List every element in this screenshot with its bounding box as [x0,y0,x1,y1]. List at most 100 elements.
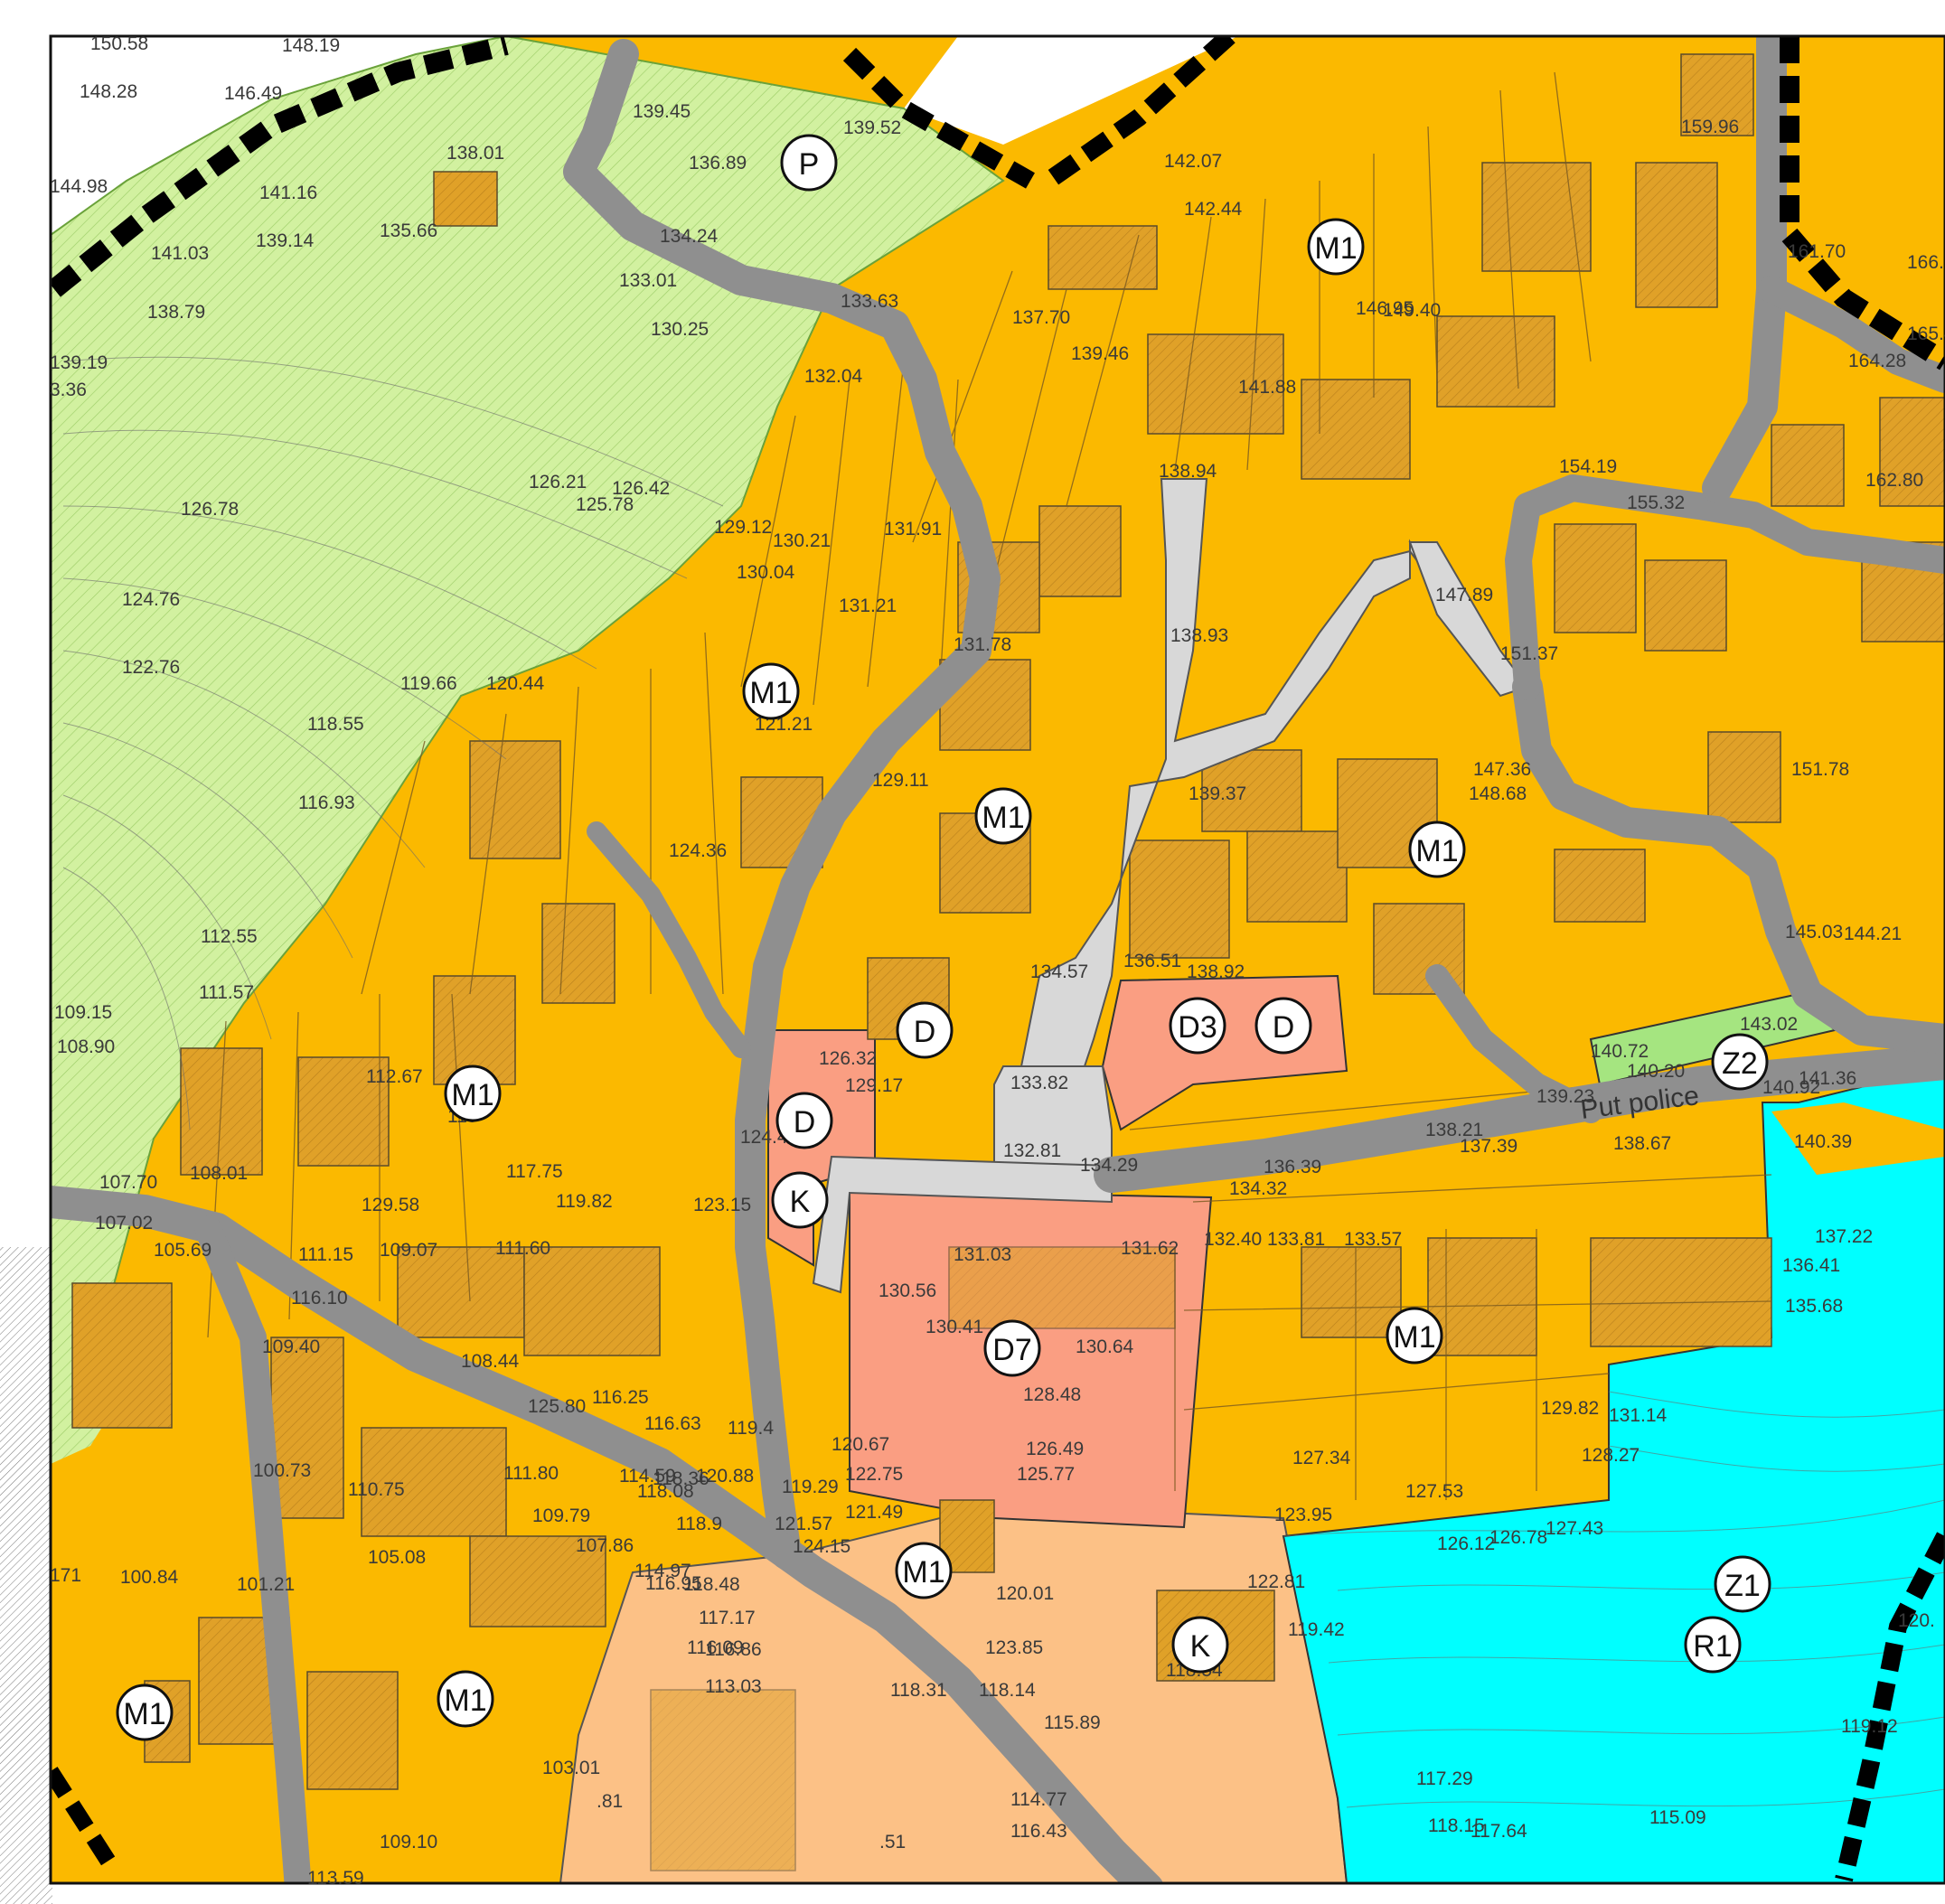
elevation-label: 147.89 [1435,585,1493,605]
elevation-label: 123.95 [1274,1505,1332,1525]
elevation-label: 107.70 [99,1172,157,1193]
elevation-label: 107.02 [95,1213,153,1233]
elevation-label: 119.82 [556,1191,613,1212]
zone-label-k[interactable]: K [771,1171,829,1229]
zone-label-k[interactable]: K [1171,1616,1229,1674]
elevation-label: 139.19 [50,352,108,373]
svg-text:D7: D7 [992,1333,1031,1367]
elevation-label: 151.78 [1791,759,1849,780]
zone-label-m1[interactable]: M1 [1307,218,1365,276]
elevation-label: 121.49 [845,1502,903,1523]
zone-label-p[interactable]: P [780,134,838,192]
zone-label-d[interactable]: D [775,1092,833,1149]
zone-label-m1[interactable]: M1 [974,787,1032,845]
elevation-label: 131.91 [884,519,942,539]
svg-text:M1: M1 [902,1555,944,1590]
elevation-label: 133.57 [1344,1229,1402,1250]
zone-label-m1[interactable]: M1 [1408,821,1466,878]
elevation-label: 119.66 [400,673,457,694]
zone-label-m1[interactable]: M1 [742,662,800,720]
elevation-label: 120.01 [996,1583,1054,1604]
zone-label-m1[interactable]: M1 [437,1670,494,1728]
elevation-label: 124.15 [793,1536,850,1557]
elevation-label: 124.36 [669,840,727,861]
elevation-label: 155.32 [1627,492,1685,513]
elevation-label: 111.15 [298,1244,353,1265]
elevation-label: 140.92 [1762,1077,1820,1098]
zone-label-r1[interactable]: R1 [1684,1616,1742,1674]
elevation-label: 129.11 [872,770,929,791]
elevation-label: 129.12 [714,517,772,538]
elevation-label: 140.72 [1591,1041,1649,1062]
zone-label-d[interactable]: D [896,1001,954,1059]
zone-label-z1[interactable]: Z1 [1714,1555,1771,1613]
roads [51,36,1945,1883]
elevation-label: 151.37 [1500,643,1558,664]
elevation-label: 115.89 [1044,1712,1101,1733]
elevation-label: 117.29 [1416,1768,1473,1789]
elevation-label: 117.17 [699,1608,756,1628]
elevation-label: 140.39 [1794,1131,1852,1152]
elevation-label: 116.86 [705,1639,762,1660]
elevation-label: 110.75 [348,1479,405,1500]
svg-text:R1: R1 [1693,1629,1732,1664]
elevation-label: .81 [597,1791,623,1812]
elevation-label: 122.75 [845,1464,903,1485]
elevation-label: 128.48 [1023,1384,1081,1405]
elevation-label: 154.19 [1559,456,1617,477]
elevation-label: 112.55 [201,926,258,947]
elevation-label: 162.80 [1865,470,1923,491]
elevation-label: 171 [50,1565,81,1586]
elevation-label: 133.63 [841,291,898,312]
elevation-label: 146.95 [1356,298,1414,319]
elevation-label: 118.14 [979,1680,1036,1701]
elevation-label: 136.51 [1123,951,1181,971]
zone-label-m1[interactable]: M1 [116,1684,174,1741]
elevation-label: 119.4 [728,1418,774,1439]
elevation-label: 119.42 [1288,1619,1345,1640]
elevation-label: 126.21 [529,472,587,492]
elevation-label: 122.81 [1247,1571,1305,1592]
zone-label-d7[interactable]: D7 [983,1319,1041,1377]
contour-lines [62,356,1945,1808]
elevation-label: 138.01 [446,143,504,164]
svg-text:D: D [1273,1010,1295,1045]
elevation-label: 141.88 [1238,377,1296,398]
svg-text:M1: M1 [1314,231,1357,266]
elevation-label: 118.55 [307,714,364,735]
elevation-label: 127.53 [1405,1481,1463,1502]
elevation-label: 116.25 [592,1387,649,1408]
elevation-label: 118.15 [1428,1815,1485,1836]
elevation-label: 130.04 [737,562,795,583]
svg-text:M1: M1 [749,676,792,710]
zone-label-m1[interactable]: M1 [1386,1307,1443,1365]
svg-text:Z1: Z1 [1724,1569,1761,1603]
parcel-lines [207,71,1772,1500]
elevation-label: 114.97 [634,1561,691,1581]
zone-label-z2[interactable]: Z2 [1711,1033,1769,1091]
pedestrian-paths [812,478,1529,1294]
elevation-label: 3.36 [50,380,87,400]
elevation-label: 139.46 [1071,343,1129,364]
zone-label-m1[interactable]: M1 [895,1542,953,1599]
elevation-label: 116.09 [687,1637,744,1658]
elevation-label: 126.12 [1437,1534,1495,1554]
elevation-label: 138.67 [1613,1133,1671,1154]
elevation-label: 138.94 [1159,461,1217,482]
zone-label-d3[interactable]: D3 [1169,997,1226,1055]
elevation-label: 133.81 [1267,1229,1325,1250]
elevation-label: 130.21 [773,530,831,551]
elevation-label: 120.67 [832,1434,889,1455]
elevation-label: 126.42 [612,478,670,499]
elevation-label: 141.16 [259,183,317,203]
svg-text:M1: M1 [123,1697,165,1731]
elevation-label: 146.49 [224,83,282,104]
zone-label-m1[interactable]: M1 [444,1065,502,1122]
elevation-label: 127.34 [1292,1448,1351,1468]
zone-label-d[interactable]: D [1254,997,1312,1055]
elevation-label: 117.75 [506,1161,563,1182]
elevation-label: 118.9 [676,1514,722,1534]
elevation-label: 107.86 [576,1535,634,1556]
